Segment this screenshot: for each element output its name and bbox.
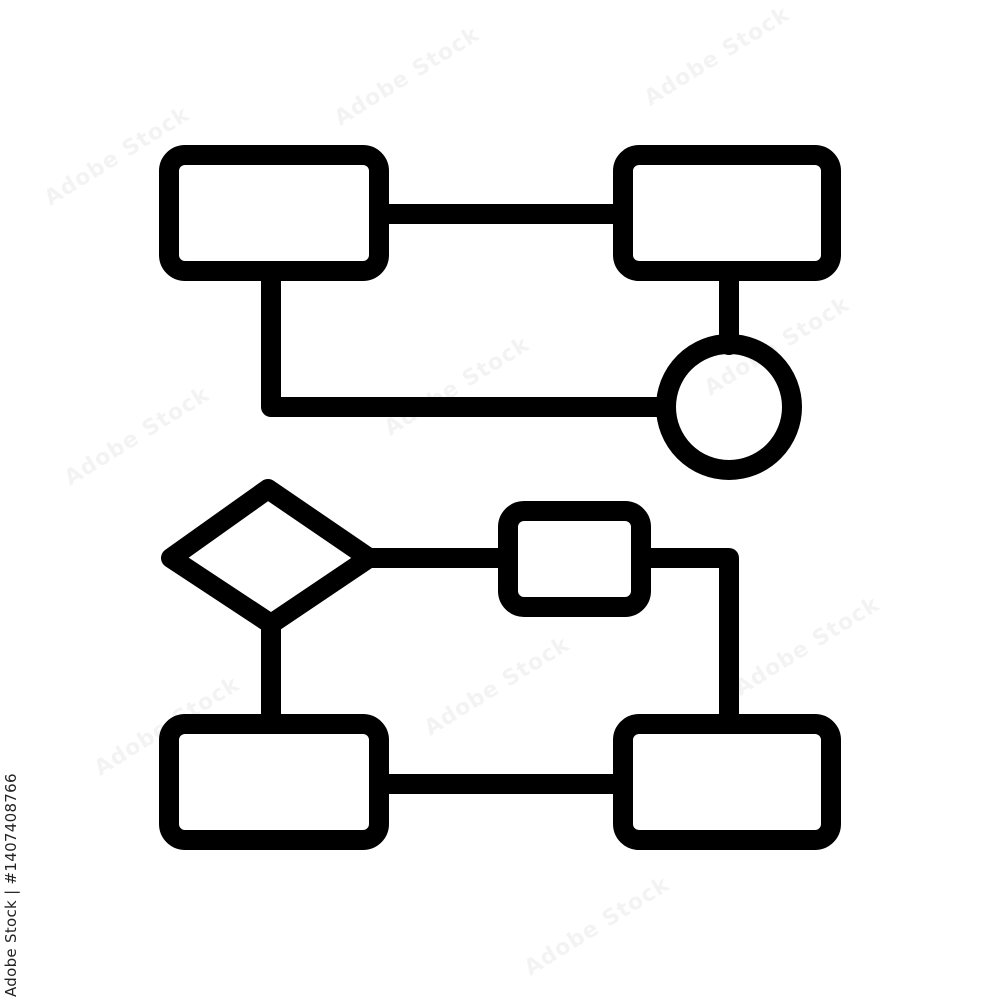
box-bottom-right — [613, 714, 841, 850]
connector-left-box-to-circle — [261, 261, 676, 417]
box-top-left — [159, 145, 389, 281]
box-middle-small — [498, 501, 651, 617]
stock-id-label: Adobe Stock | #1407408766 — [2, 773, 20, 997]
circle-right — [656, 334, 802, 480]
connector-small-box-to-bottom-right — [631, 548, 739, 734]
decision-diamond — [161, 479, 379, 634]
box-bottom-left — [159, 714, 389, 850]
box-top-right — [613, 145, 841, 281]
